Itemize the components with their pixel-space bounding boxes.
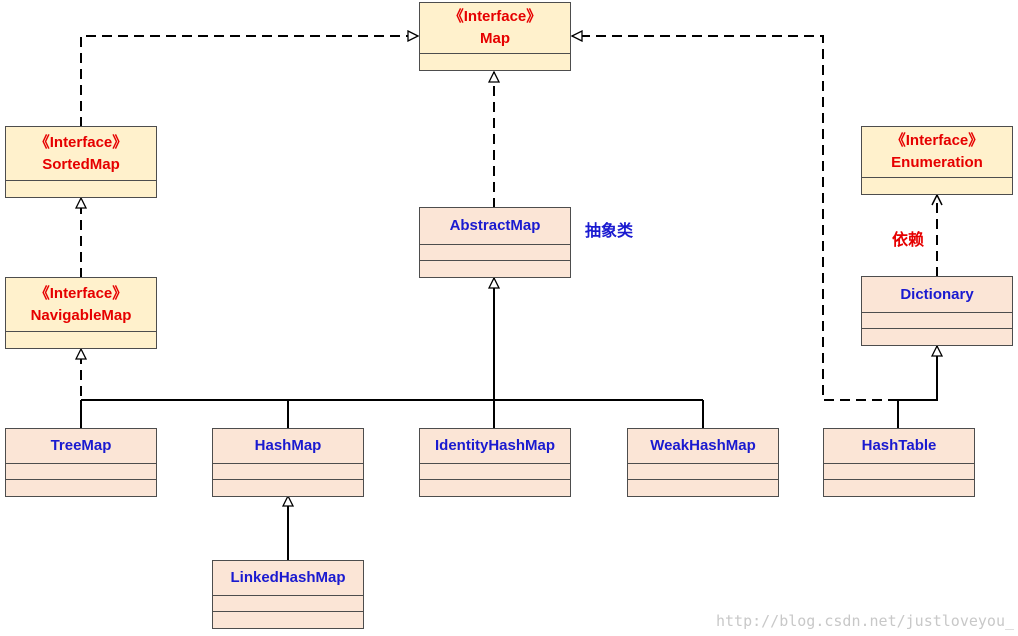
dependency-note: 依赖 — [892, 232, 925, 249]
edge-hashtable-dictionary — [897, 346, 937, 428]
dictionary-attributes — [862, 313, 1012, 329]
weakhashmap-methods — [628, 480, 778, 496]
abstractmap-attributes — [420, 245, 570, 261]
abstractmap-label: AbstractMap — [449, 217, 541, 234]
abstractmap-class-box: AbstractMap — [419, 207, 571, 278]
dictionary-name: Dictionary — [862, 277, 1012, 313]
sortedmap-attributes — [6, 181, 156, 197]
hashtable-attributes — [824, 464, 974, 480]
map-attributes — [420, 54, 570, 70]
treemap-name: TreeMap — [6, 429, 156, 464]
map-stereotype: 《Interface》 — [448, 8, 542, 25]
identityhashmap-label: IdentityHashMap — [434, 437, 555, 454]
sortedmap-interface-box: 《Interface》 SortedMap — [5, 126, 157, 198]
treemap-label: TreeMap — [50, 437, 112, 454]
hashtable-class-box: HashTable — [823, 428, 975, 497]
navigablemap-interface-box: 《Interface》 NavigableMap — [5, 277, 157, 349]
linkedhashmap-class-box: LinkedHashMap — [212, 560, 364, 629]
navigablemap-label: NavigableMap — [30, 306, 132, 324]
dictionary-label: Dictionary — [900, 285, 974, 303]
linkedhashmap-attributes — [213, 596, 363, 612]
hashmap-methods — [213, 480, 363, 496]
hashmap-name: HashMap — [213, 429, 363, 464]
treemap-methods — [6, 480, 156, 496]
abstract-class-note: 抽象类 — [585, 223, 634, 240]
navigablemap-attributes — [6, 332, 156, 348]
linkedhashmap-methods — [213, 612, 363, 628]
sortedmap-name: 《Interface》 SortedMap — [6, 127, 156, 181]
identityhashmap-name: IdentityHashMap — [420, 429, 570, 464]
enumeration-name: 《Interface》 Enumeration — [862, 127, 1012, 178]
hashmap-attributes — [213, 464, 363, 480]
enumeration-label: Enumeration — [891, 154, 983, 171]
sortedmap-stereotype: 《Interface》 — [34, 133, 128, 151]
weakhashmap-label: WeakHashMap — [650, 437, 756, 454]
enumeration-stereotype: 《Interface》 — [890, 132, 984, 149]
abstractmap-name: AbstractMap — [420, 208, 570, 245]
hashtable-methods — [824, 480, 974, 496]
weakhashmap-attributes — [628, 464, 778, 480]
identityhashmap-class-box: IdentityHashMap — [419, 428, 571, 497]
hashtable-label: HashTable — [861, 437, 937, 454]
edge-hashtable-map — [572, 36, 898, 401]
linkedhashmap-name: LinkedHashMap — [213, 561, 363, 596]
watermark: http://blog.csdn.net/justloveyou_ — [715, 612, 1014, 630]
abstractmap-methods — [420, 261, 570, 277]
sortedmap-label: SortedMap — [42, 155, 120, 173]
map-label: Map — [480, 30, 510, 47]
treemap-class-box: TreeMap — [5, 428, 157, 497]
identityhashmap-attributes — [420, 464, 570, 480]
enumeration-attributes — [862, 178, 1012, 194]
enumeration-interface-box: 《Interface》 Enumeration — [861, 126, 1013, 195]
hashmap-class-box: HashMap — [212, 428, 364, 497]
map-name: 《Interface》 Map — [420, 3, 570, 54]
weakhashmap-name: WeakHashMap — [628, 429, 778, 464]
edge-sortedmap-map — [80, 36, 418, 127]
dictionary-methods — [862, 329, 1012, 345]
treemap-attributes — [6, 464, 156, 480]
identityhashmap-methods — [420, 480, 570, 496]
hashtable-name: HashTable — [824, 429, 974, 464]
weakhashmap-class-box: WeakHashMap — [627, 428, 779, 497]
navigablemap-name: 《Interface》 NavigableMap — [6, 278, 156, 332]
hashmap-label: HashMap — [254, 437, 322, 454]
dictionary-class-box: Dictionary — [861, 276, 1013, 346]
linkedhashmap-label: LinkedHashMap — [230, 569, 346, 586]
navigablemap-stereotype: 《Interface》 — [34, 284, 128, 302]
map-interface-box: 《Interface》 Map — [419, 2, 571, 71]
